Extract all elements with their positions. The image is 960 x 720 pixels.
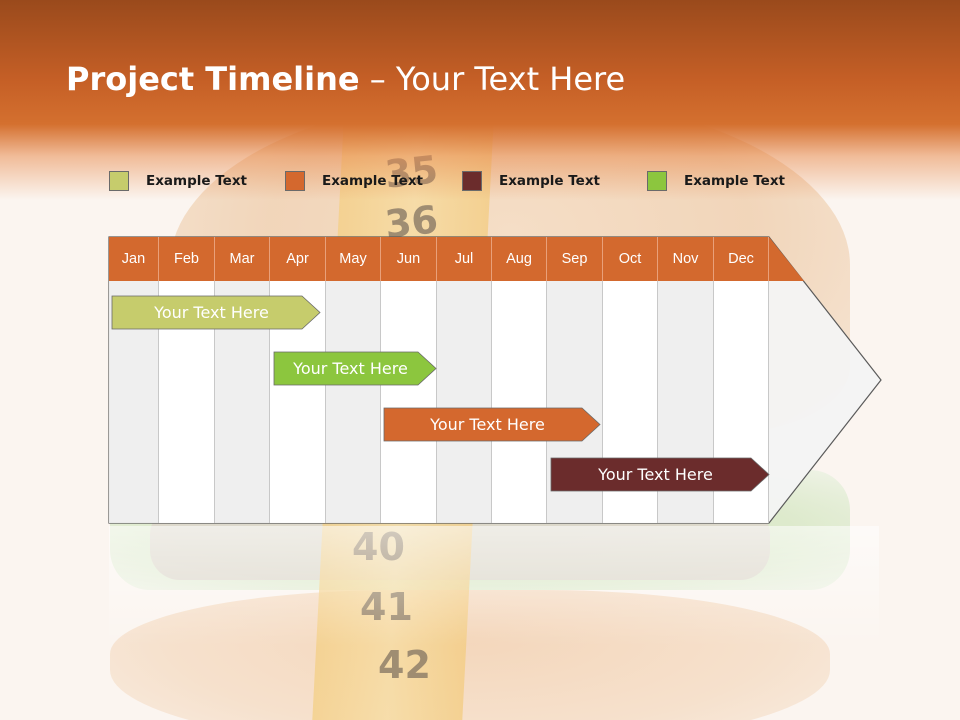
month-header: Feb [159, 237, 215, 281]
month-column [437, 281, 492, 523]
task-bar [383, 407, 601, 442]
legend-label: Example Text [322, 173, 423, 189]
month-header: Nov [658, 237, 714, 281]
month-column [326, 281, 381, 523]
legend-item: Example Text [285, 170, 423, 192]
month-header: Oct [603, 237, 658, 281]
task-bar [273, 351, 437, 386]
legend-label: Example Text [146, 173, 247, 189]
month-header: May [326, 237, 381, 281]
month-header: Sep [547, 237, 603, 281]
month-header: Mar [215, 237, 270, 281]
month-column [381, 281, 437, 523]
legend-item: Example Text [109, 170, 247, 192]
month-header: Jan [109, 237, 159, 281]
task-bar [111, 295, 321, 330]
timeline-header-tip [769, 237, 804, 281]
slide-title: Project Timeline – Your Text Here [66, 60, 625, 104]
month-header: Aug [492, 237, 547, 281]
task-bar-label: Your Text Here [154, 303, 269, 322]
month-header: Apr [270, 237, 326, 281]
task-bar-label: Your Text Here [598, 465, 713, 484]
legend-label: Example Text [499, 173, 600, 189]
legend-swatch [647, 171, 667, 191]
month-header: Jul [437, 237, 492, 281]
task-bar-label: Your Text Here [430, 415, 545, 434]
legend-swatch [285, 171, 305, 191]
month-header: Dec [714, 237, 769, 281]
timeline-reflection [109, 526, 879, 646]
legend-swatch [462, 171, 482, 191]
task-bar [550, 457, 770, 492]
tape-number: 42 [378, 643, 431, 687]
task-bar-label: Your Text Here [293, 359, 408, 378]
slide-title-main: Project Timeline [66, 60, 360, 98]
legend-label: Example Text [684, 173, 785, 189]
legend-item: Example Text [647, 170, 785, 192]
header-band [0, 0, 960, 200]
legend-item: Example Text [462, 170, 600, 192]
legend-swatch [109, 171, 129, 191]
slide-title-sub: – Your Text Here [359, 60, 626, 98]
month-header: Jun [381, 237, 437, 281]
month-column [492, 281, 547, 523]
